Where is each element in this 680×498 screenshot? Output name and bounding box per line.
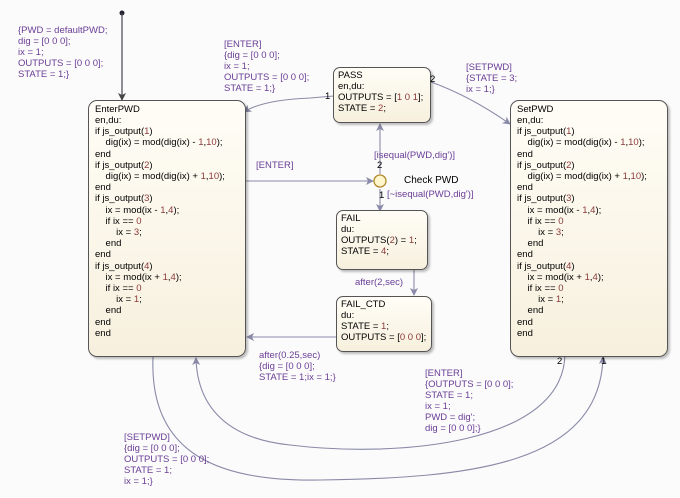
code-line: if js_output(4) bbox=[95, 260, 153, 272]
code-line: if js_output(3) bbox=[95, 193, 153, 205]
exec-order-pass-right: 2 bbox=[430, 74, 436, 85]
setpwd-to-enterpwd-arrow bbox=[192, 352, 566, 450]
code-line: end bbox=[95, 249, 111, 261]
code-line: STATE = 4; bbox=[341, 246, 389, 258]
check-pwd-junction[interactable] bbox=[373, 174, 387, 188]
code-line: if ix == 0 bbox=[517, 283, 564, 295]
code-line: end bbox=[517, 182, 533, 194]
code-line: if js_output(4) bbox=[517, 260, 575, 272]
state-code: en,du:if js_output(1) dig(ix) = mod(dig(… bbox=[95, 115, 245, 339]
enterpwd-to-setpwd-arrow bbox=[152, 356, 607, 481]
code-line: end bbox=[95, 238, 122, 250]
state-title: EnterPWD bbox=[95, 104, 140, 115]
pass-to-enterpwd-arrow bbox=[243, 95, 335, 113]
setpwd-to-enterpwd-label: [ENTER] {OUTPUTS = [0 0 0]; STATE = 1; i… bbox=[425, 368, 514, 434]
code-line: STATE = 1; bbox=[341, 321, 389, 333]
code-line: OUTPUTS(2) = 1; bbox=[341, 235, 417, 247]
check-pwd-label: Check PWD bbox=[404, 175, 459, 186]
code-line: dig(ix) = mod(dig(ix) - 1,10); bbox=[517, 137, 645, 149]
state-code: en,du:if js_output(1) dig(ix) = mod(dig(… bbox=[517, 115, 667, 339]
pass-to-setpwd-label: [SETPWD] {STATE = 3; ix = 1;} bbox=[466, 62, 518, 95]
state-title: FAIL_CTD bbox=[341, 299, 386, 310]
code-line: if js_output(3) bbox=[517, 193, 575, 205]
code-line: end bbox=[95, 327, 111, 339]
code-line: end bbox=[517, 249, 533, 261]
code-line: en,du: bbox=[95, 115, 122, 126]
code-line: ix = 1; bbox=[517, 294, 564, 306]
code-line: end bbox=[517, 148, 533, 160]
code-line: end bbox=[517, 316, 533, 328]
code-line: end bbox=[95, 305, 122, 317]
state-fail[interactable]: FAIL du:OUTPUTS(2) = 1;STATE = 4; bbox=[336, 210, 428, 270]
code-line: if js_output(1) bbox=[517, 126, 575, 138]
code-line: ix = 1; bbox=[95, 294, 142, 306]
default-transition-label: {PWD = defaultPWD; dig = [0 0 0]; ix = 1… bbox=[18, 25, 108, 80]
check-to-pass-label: [isequal(PWD,dig')] bbox=[374, 150, 456, 161]
code-line: ix = mod(ix + 1,4); bbox=[95, 271, 182, 283]
code-line: en,du: bbox=[338, 81, 365, 92]
code-line: end bbox=[517, 327, 533, 339]
state-code: en,du:OUTPUTS = [1 0 1];STATE = 2; bbox=[338, 81, 430, 115]
state-code: du:OUTPUTS(2) = 1;STATE = 4; bbox=[341, 224, 427, 258]
code-line: if js_output(2) bbox=[95, 159, 153, 171]
exec-order-setpwd-left: 2 bbox=[557, 356, 563, 367]
code-line: ix = 3; bbox=[517, 227, 564, 239]
code-line: end bbox=[95, 182, 111, 194]
code-line: en,du: bbox=[517, 115, 544, 126]
code-line: OUTPUTS = [0 0 0]; bbox=[341, 332, 427, 344]
code-line: if js_output(2) bbox=[517, 159, 575, 171]
code-line: ix = mod(ix - 1,4); bbox=[95, 204, 180, 216]
fail-to-failctd-label: after(2,sec) bbox=[355, 277, 404, 288]
code-line: OUTPUTS = [1 0 1]; bbox=[338, 92, 424, 104]
code-line: du: bbox=[341, 310, 355, 321]
pass-to-enterpwd-label: [ENTER] {dig = [0 0 0]; ix = 1; OUTPUTS … bbox=[224, 39, 310, 94]
code-line: end bbox=[517, 305, 544, 317]
code-line: ix = mod(ix + 1,4); bbox=[517, 271, 604, 283]
enterpwd-to-setpwd-label: [SETPWD] {dig = [0 0 0]; OUTPUTS = [0 0 … bbox=[124, 432, 210, 487]
code-line: STATE = 2; bbox=[338, 103, 386, 115]
code-line: if js_output(1) bbox=[95, 126, 153, 138]
state-title: FAIL bbox=[341, 213, 361, 224]
state-fail-ctd[interactable]: FAIL_CTD du:STATE = 1;OUTPUTS = [0 0 0]; bbox=[336, 296, 432, 352]
code-line: dig(ix) = mod(dig(ix) - 1,10); bbox=[95, 137, 223, 149]
code-line: dig(ix) = mod(dig(ix) + 1,10); bbox=[517, 171, 647, 183]
exec-order-setpwd-right: 1 bbox=[601, 356, 607, 367]
failctd-to-enterpwd-label: after(0.25,sec) {dig = [0 0 0]; STATE = … bbox=[259, 350, 336, 383]
code-line: dig(ix) = mod(dig(ix) + 1,10); bbox=[95, 171, 225, 183]
state-enterpwd[interactable]: EnterPWD en,du:if js_output(1) dig(ix) =… bbox=[88, 100, 246, 357]
exec-order-check-up: 2 bbox=[377, 160, 383, 171]
exec-order-check-down: 1 bbox=[379, 190, 385, 201]
state-code: du:STATE = 1;OUTPUTS = [0 0 0]; bbox=[341, 310, 431, 344]
enterpwd-to-check-label: [ENTER] bbox=[256, 160, 294, 171]
check-to-fail-label: [~isequal(PWD,dig')] bbox=[387, 189, 474, 200]
state-setpwd[interactable]: SetPWD en,du:if js_output(1) dig(ix) = m… bbox=[510, 100, 668, 357]
state-pass[interactable]: PASS en,du:OUTPUTS = [1 0 1];STATE = 2; bbox=[333, 67, 431, 123]
code-line: end bbox=[95, 148, 111, 160]
pass-to-setpwd-arrow bbox=[430, 81, 511, 125]
state-title: PASS bbox=[338, 70, 363, 81]
code-line: ix = mod(ix - 1,4); bbox=[517, 204, 602, 216]
code-line: end bbox=[517, 238, 544, 250]
code-line: if ix == 0 bbox=[517, 215, 564, 227]
code-line: ix = 3; bbox=[95, 227, 142, 239]
code-line: if ix == 0 bbox=[95, 215, 142, 227]
code-line: if ix == 0 bbox=[95, 283, 142, 295]
code-line: du: bbox=[341, 224, 355, 235]
exec-order-pass-left: 1 bbox=[325, 91, 331, 102]
state-title: SetPWD bbox=[517, 104, 554, 115]
code-line: end bbox=[95, 316, 111, 328]
